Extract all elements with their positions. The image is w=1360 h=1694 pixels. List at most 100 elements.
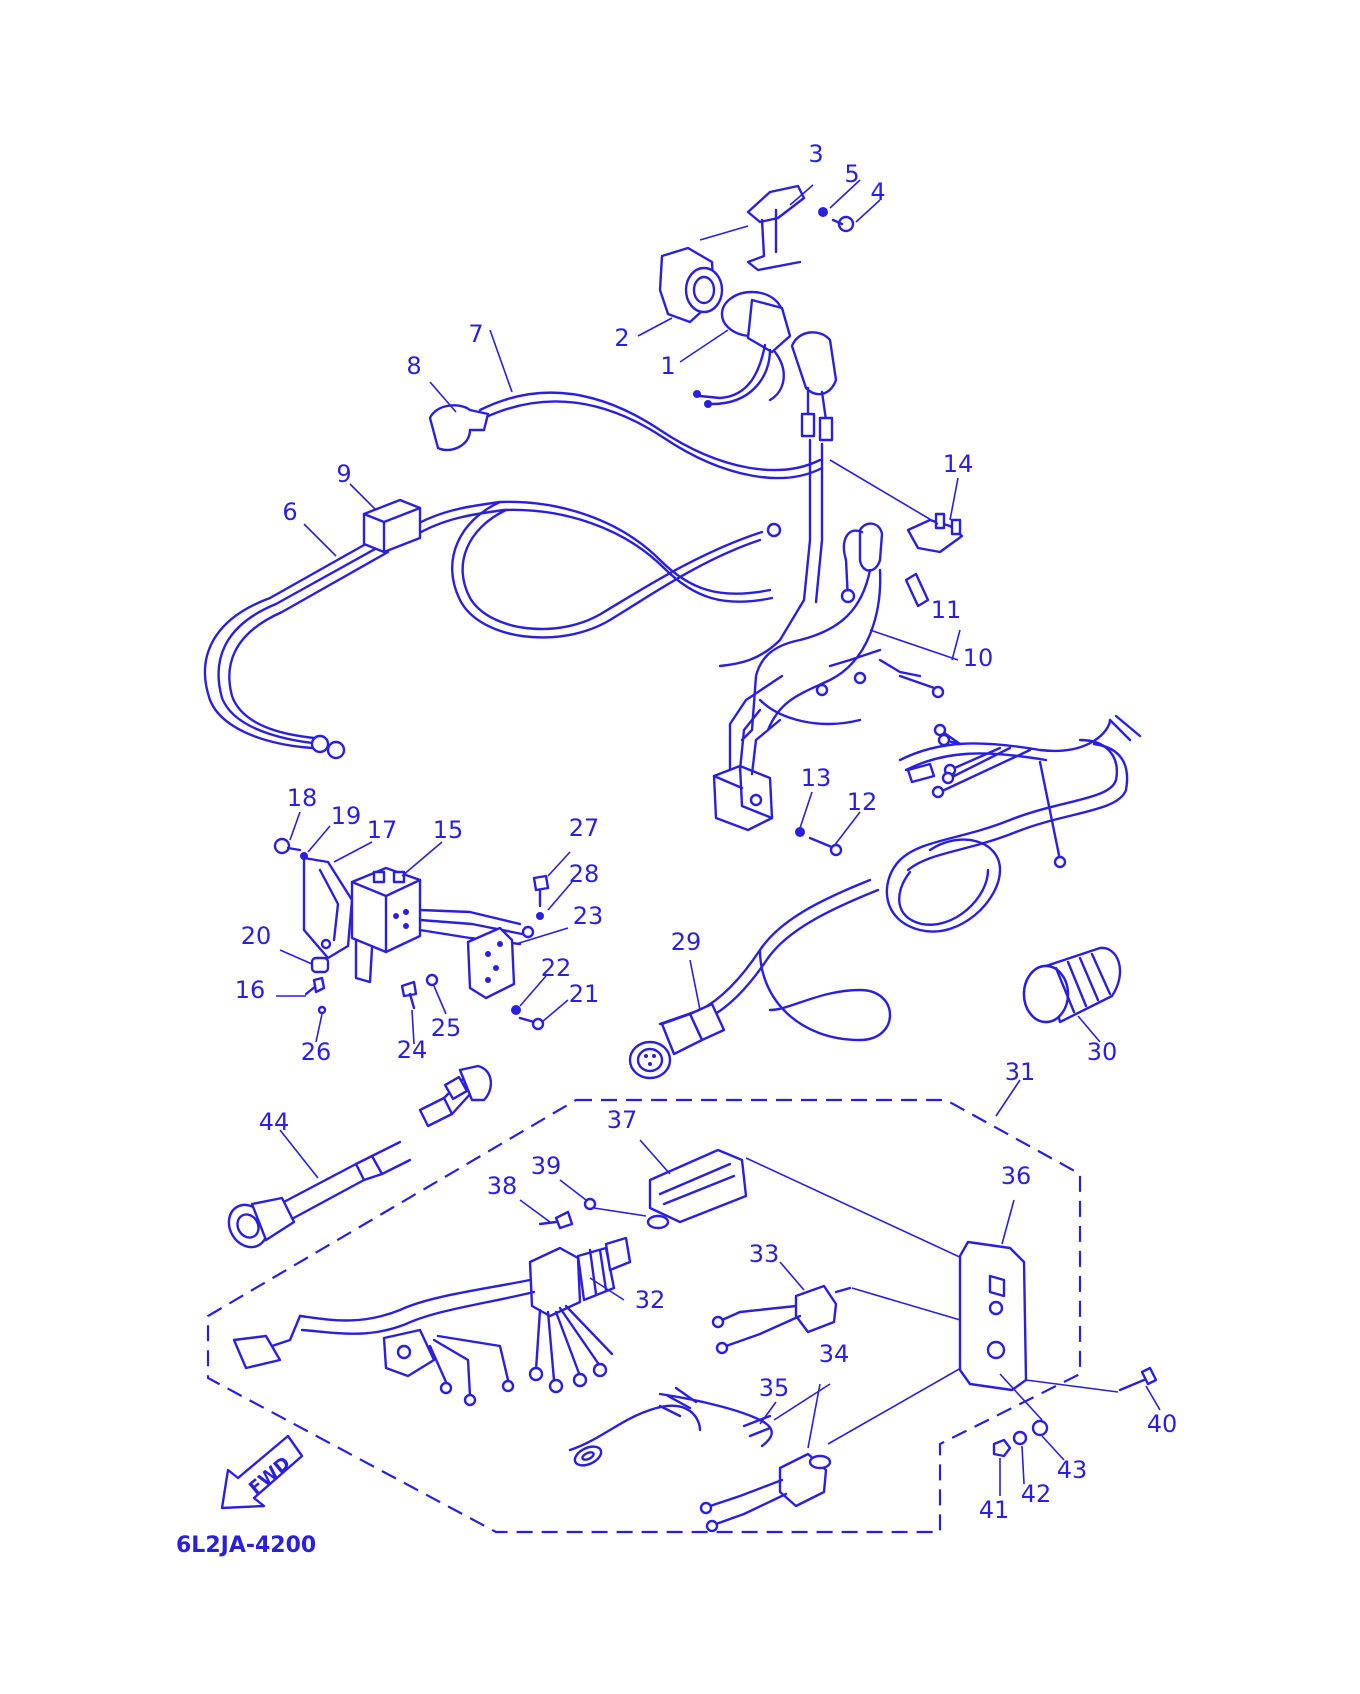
washer-part-5 [818,207,828,217]
fuse-part-11 [906,574,928,606]
leader-7 [490,330,512,392]
panel-part-36 [960,1242,1026,1390]
leader-9 [350,484,376,510]
callout-15: 15 [433,816,464,844]
leader-26 [316,1014,322,1042]
bolt-part-27 [534,876,548,906]
washer-part-39 [585,1199,595,1209]
leader-24 [412,1010,414,1044]
callout-18: 18 [287,784,318,812]
screw-part-24 [402,982,416,1008]
washer-part-43 [1033,1421,1047,1435]
callout-17: 17 [367,816,398,844]
leader-38-line [594,1208,646,1216]
callout-11: 11 [931,596,962,624]
leader-10 [870,630,958,660]
leader-39 [560,1180,586,1200]
callout-35: 35 [759,1374,790,1402]
callout-13: 13 [801,764,832,792]
washer-part-42 [1014,1432,1026,1444]
plug-part-8 [430,405,488,450]
bracket-part-17 [304,858,352,958]
callout-27: 27 [569,814,600,842]
callout-6: 6 [282,498,297,526]
leader-12 [834,812,860,846]
pin-part-26 [319,1007,325,1013]
callout-20: 20 [241,922,272,950]
callout-12: 12 [847,788,878,816]
leader-44 [280,1130,318,1178]
leader-6 [304,524,336,556]
screw-part-38 [540,1212,572,1228]
callout-25: 25 [431,1014,462,1042]
callout-42: 42 [1021,1480,1052,1508]
callout-16: 16 [235,976,266,1004]
callout-30: 30 [1087,1038,1118,1066]
screw-part-18 [275,839,300,853]
leader-36 [1002,1200,1014,1244]
washer-part-19 [300,852,308,860]
leader-14 [950,478,958,520]
callout-23: 23 [573,902,604,930]
washer-part-28 [536,912,544,920]
leader-10b [952,630,960,660]
regulator-part [714,676,782,830]
callout-36: 36 [1001,1162,1032,1190]
callout-labels: 3 5 4 2 1 7 8 9 6 14 11 10 13 12 18 19 1… [235,140,1178,1524]
screw-part-12 [810,838,841,855]
callout-4: 4 [870,178,885,206]
callout-34: 34 [819,1340,850,1368]
rectifier-part-1 [693,292,790,408]
leader-8 [430,382,456,412]
part-code: 6L2JA-4200 [176,1533,316,1558]
callout-32: 32 [635,1286,666,1314]
harness-part-29 [660,716,1140,1040]
fwd-arrow-icon: FWD [222,1436,302,1508]
callout-39: 39 [531,1152,562,1180]
leader-cap-14 [830,460,938,524]
callout-2: 2 [614,324,629,352]
leader-25 [434,986,446,1014]
leader-29 [690,960,700,1010]
leader-19 [308,826,330,852]
callout-41: 41 [979,1496,1010,1524]
cable-part-44 [221,1066,490,1254]
switch-part-34 [701,1454,830,1531]
callout-21: 21 [569,980,600,1008]
leader-3 [790,185,813,205]
washer-part-22 [511,1005,521,1015]
callout-5: 5 [844,160,859,188]
leader-35 [760,1402,776,1424]
callout-8: 8 [406,352,421,380]
callout-10: 10 [963,644,994,672]
screw-part-4 [833,217,853,231]
leader-27 [548,852,570,876]
leader-43 [1042,1436,1064,1460]
callout-19: 19 [331,802,362,830]
screw-part-40 [1120,1368,1156,1390]
leader-37-line [746,1158,992,1272]
leader-32 [590,1278,624,1300]
callout-7: 7 [468,320,483,348]
holder-part-2 [660,248,722,322]
callout-40: 40 [1147,1410,1178,1438]
box-part-9 [364,500,420,552]
callout-14: 14 [943,450,974,478]
callout-38: 38 [487,1172,518,1200]
leader-34a [808,1384,820,1448]
callout-28: 28 [569,860,600,888]
switch-part-33 [713,1286,850,1353]
leader-1 [680,330,728,362]
callout-33: 33 [749,1240,780,1268]
leader-40 [1146,1386,1160,1410]
screw-part-16 [306,978,324,994]
callout-43: 43 [1057,1456,1088,1484]
leader-40-line [1026,1380,1118,1392]
lanyard-part-35 [570,1388,772,1469]
leader-37 [640,1140,670,1174]
callout-9: 9 [336,460,351,488]
callout-44: 44 [259,1108,290,1136]
washer-part-13 [795,827,805,837]
harness-part-6 [205,502,780,758]
leader-30 [1078,1016,1100,1042]
